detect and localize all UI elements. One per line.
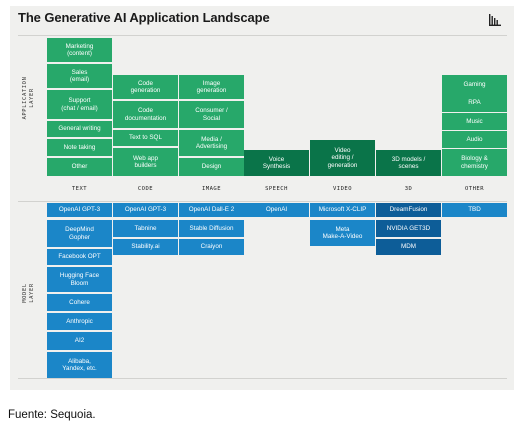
divider-line: [18, 35, 507, 36]
model-cell-image: Stable Diffusion: [179, 220, 244, 237]
model-cell-speech: OpenAI: [244, 203, 309, 217]
model-cell-text: OpenAI GPT-3: [47, 203, 112, 217]
column-label-speech: SPEECH: [265, 186, 288, 192]
application-cell-code: Web app builders: [113, 148, 178, 176]
application-cell-image: Media / Advertising: [179, 130, 244, 156]
model-cell-text: Alibaba, Yandex, etc.: [47, 352, 112, 378]
application-cell-text: Note taking: [47, 139, 112, 156]
application-cell-other: Gaming: [442, 75, 507, 94]
model-cell-image: OpenAI Dall-E 2: [179, 203, 244, 217]
model-cell-threed: NVIDIA GET3D: [376, 220, 441, 237]
application-cell-text: Support (chat / email): [47, 90, 112, 119]
application-cell-text: Other: [47, 158, 112, 176]
application-cell-other: RPA: [442, 94, 507, 112]
column-label-image: IMAGE: [201, 186, 222, 192]
application-cell-image: Design: [179, 158, 244, 176]
model-cell-video: Microsoft X-CLIP: [310, 203, 375, 217]
page-title: The Generative AI Application Landscape: [18, 10, 270, 25]
application-cell-code: Code generation: [113, 75, 178, 99]
source-caption: Fuente: Sequoia.: [8, 409, 96, 421]
model-cell-code: Tabnine: [113, 220, 178, 237]
model-cell-text: AI2: [47, 332, 112, 350]
model-cell-threed: MDM: [376, 239, 441, 255]
model-cell-text: Anthropic: [47, 313, 112, 330]
application-cell-other: Biology & chemistry: [442, 149, 507, 176]
model-cell-text: Facebook OPT: [47, 249, 112, 265]
column-label-text: TEXT: [71, 186, 88, 192]
application-cell-image: Image generation: [179, 75, 244, 99]
application-cell-other: Audio: [442, 131, 507, 148]
application-cell-video: Video editing / generation: [310, 140, 375, 176]
model-cell-text: Cohere: [47, 294, 112, 311]
model-cell-text: Hugging Face Bloom: [47, 267, 112, 292]
model-cell-threed: DreamFusion: [376, 203, 441, 217]
application-cell-other: Music: [442, 113, 507, 130]
model-cell-other: TBD: [442, 203, 507, 217]
model-cell-image: Craiyon: [179, 239, 244, 255]
application-cell-code: Code documentation: [113, 101, 178, 128]
application-cell-text: Sales (email): [47, 64, 112, 88]
model-cell-text: DeepMind Gopher: [47, 220, 112, 247]
application-cell-text: General writing: [47, 121, 112, 137]
application-cell-image: Consumer / Social: [179, 101, 244, 128]
column-label-threed: 3D: [404, 186, 413, 192]
application-layer-label: APPLICATION LAYER: [22, 76, 35, 120]
column-label-other: OTHER: [464, 186, 485, 192]
sequoia-logo-icon: [489, 14, 501, 26]
divider-line: [18, 201, 507, 202]
column-label-code: CODE: [137, 186, 154, 192]
model-cell-code: Stability.ai: [113, 239, 178, 255]
column-label-video: VIDEO: [332, 186, 353, 192]
application-cell-threed: 3D models / scenes: [376, 150, 441, 176]
application-cell-speech: Voice Synthesis: [244, 150, 309, 176]
divider-line: [18, 378, 507, 379]
model-cell-video: Meta Make-A-Video: [310, 220, 375, 246]
model-cell-code: OpenAI GPT-3: [113, 203, 178, 217]
application-cell-code: Text to SQL: [113, 130, 178, 146]
application-cell-text: Marketing (content): [47, 38, 112, 62]
model-layer-label: MODEL LAYER: [22, 283, 35, 303]
